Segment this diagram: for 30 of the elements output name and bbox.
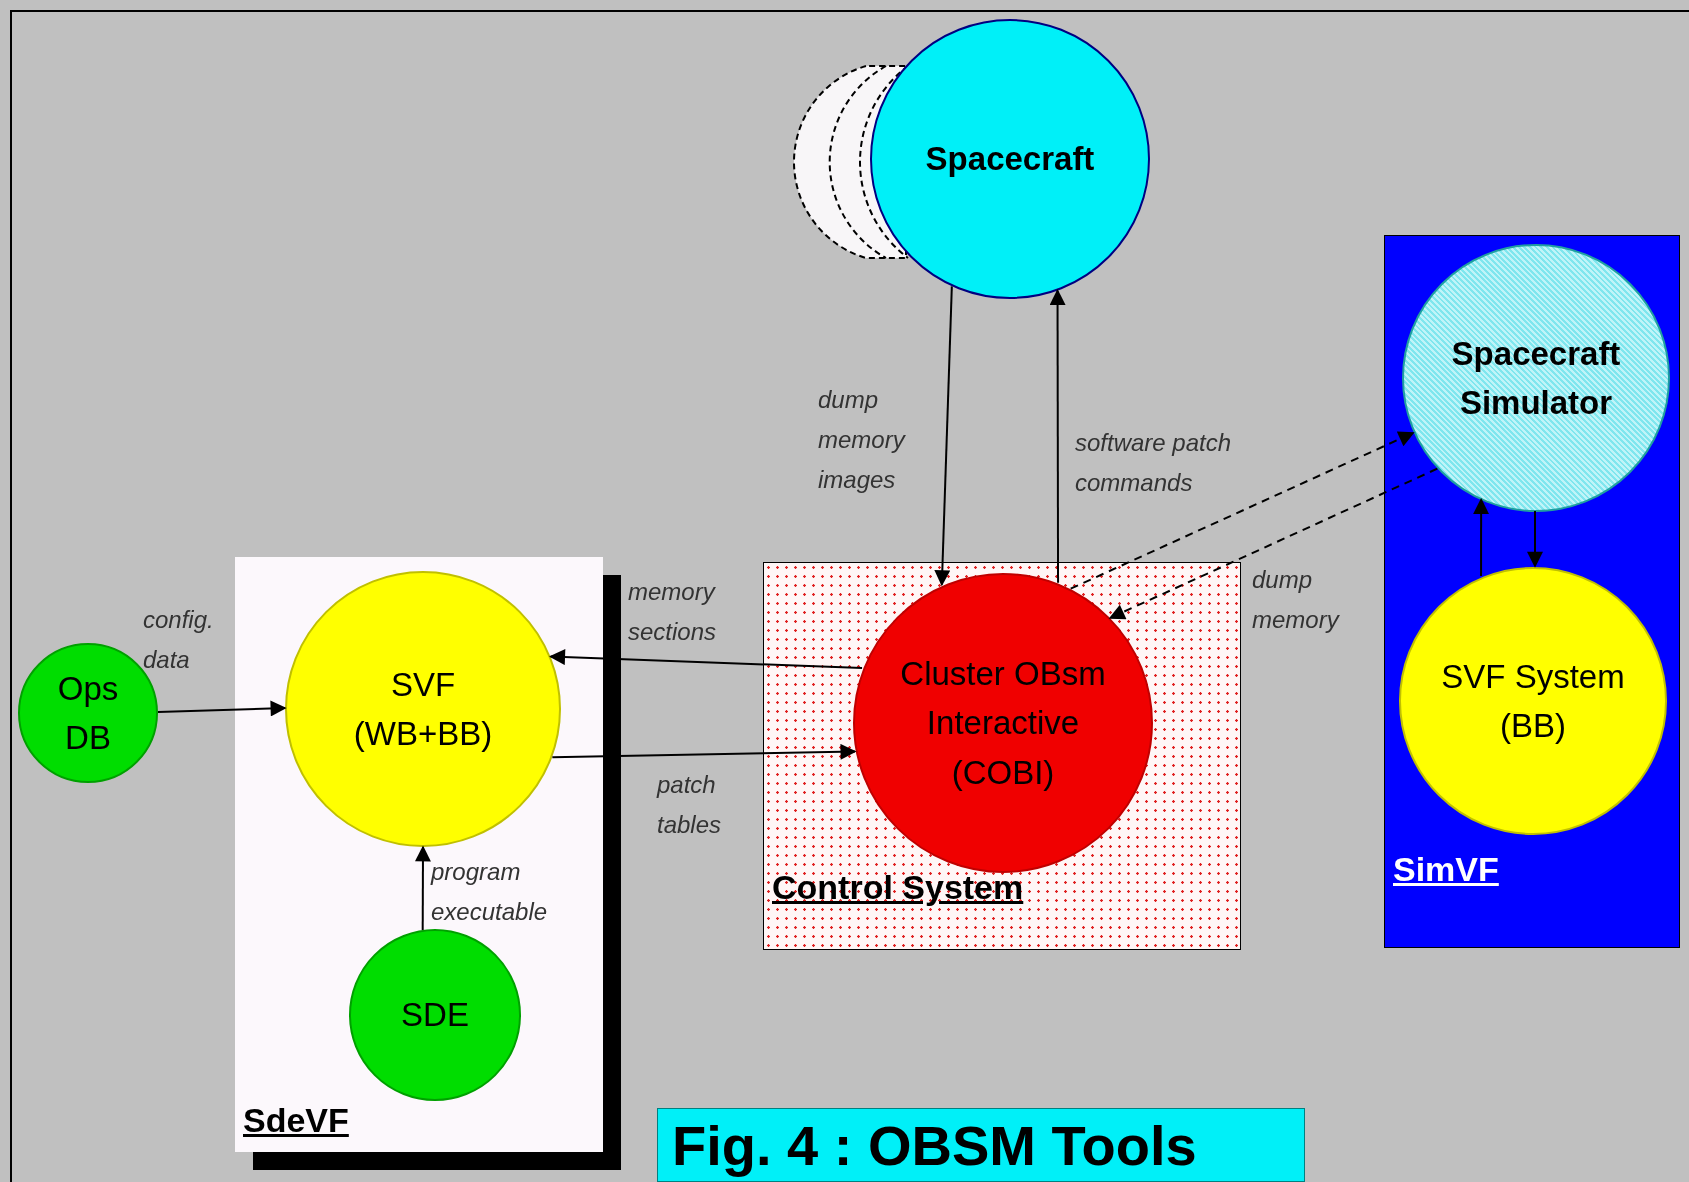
node-label: Cluster OBsm Interactive (COBI)	[899, 653, 1107, 793]
edge-label: dump memory images	[818, 385, 907, 495]
arrow	[1049, 289, 1066, 584]
node-label: SVF System (BB)	[1440, 656, 1626, 746]
edge-label: memory sections	[628, 577, 718, 647]
group-panel	[763, 562, 1241, 950]
arrow	[157, 700, 287, 717]
arrow	[1473, 498, 1490, 578]
arrow	[414, 845, 431, 931]
arrow	[1108, 467, 1439, 620]
edge-label: config. data	[143, 605, 215, 675]
edge-label: software patch commands	[1075, 428, 1233, 498]
group-panel	[1384, 235, 1680, 948]
node-label: Spacecraft Simulator	[1450, 333, 1622, 423]
node-label: SVF (WB+BB)	[352, 664, 494, 754]
node-label: SDE	[401, 995, 469, 1036]
arrow	[934, 285, 953, 587]
figure-title: Fig. 4 : OBSM Tools	[657, 1108, 1305, 1182]
panel-title: Control System	[772, 868, 1024, 907]
edge-label: patch tables	[657, 770, 723, 840]
panel-title: SdeVF	[243, 1101, 349, 1140]
arrow	[1069, 431, 1415, 590]
arrow	[549, 649, 864, 669]
node-label: Ops DB	[56, 668, 120, 758]
panel-title: SimVF	[1393, 850, 1499, 889]
edge-label: dump memory	[1252, 565, 1341, 635]
edge-label: program executable	[431, 857, 549, 927]
arrow	[551, 743, 857, 760]
arrow	[1527, 510, 1543, 568]
node-label: Spacecraft	[925, 139, 1095, 180]
